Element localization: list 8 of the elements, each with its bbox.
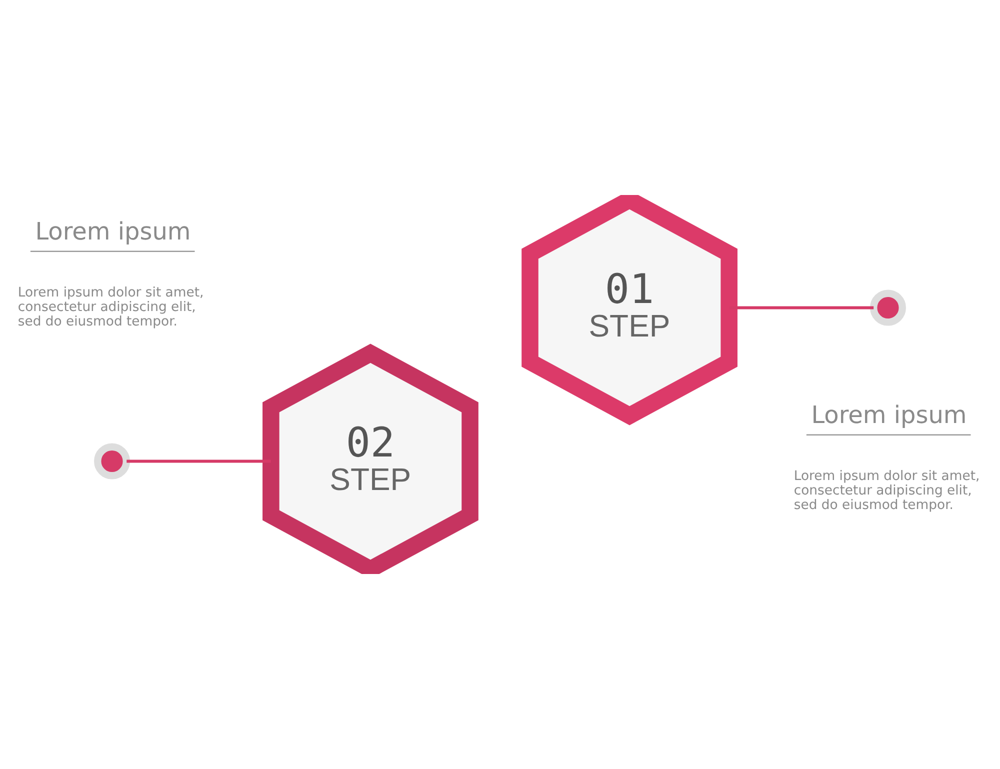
label: Lorem ipsum dolor sit amet, consectetur adipiscing elit, sed do eiusmod tempor. <box>794 469 980 513</box>
node-circle <box>870 290 906 326</box>
node-circle <box>94 443 130 480</box>
connector <box>126 460 271 463</box>
connector <box>729 306 874 310</box>
label: Lorem ipsum <box>35 217 191 246</box>
label: Lorem ipsum dolor sit amet, consectetur adipiscing elit, sed do eiusmod tempor. <box>18 286 204 330</box>
label: Lorem ipsum <box>811 400 967 429</box>
